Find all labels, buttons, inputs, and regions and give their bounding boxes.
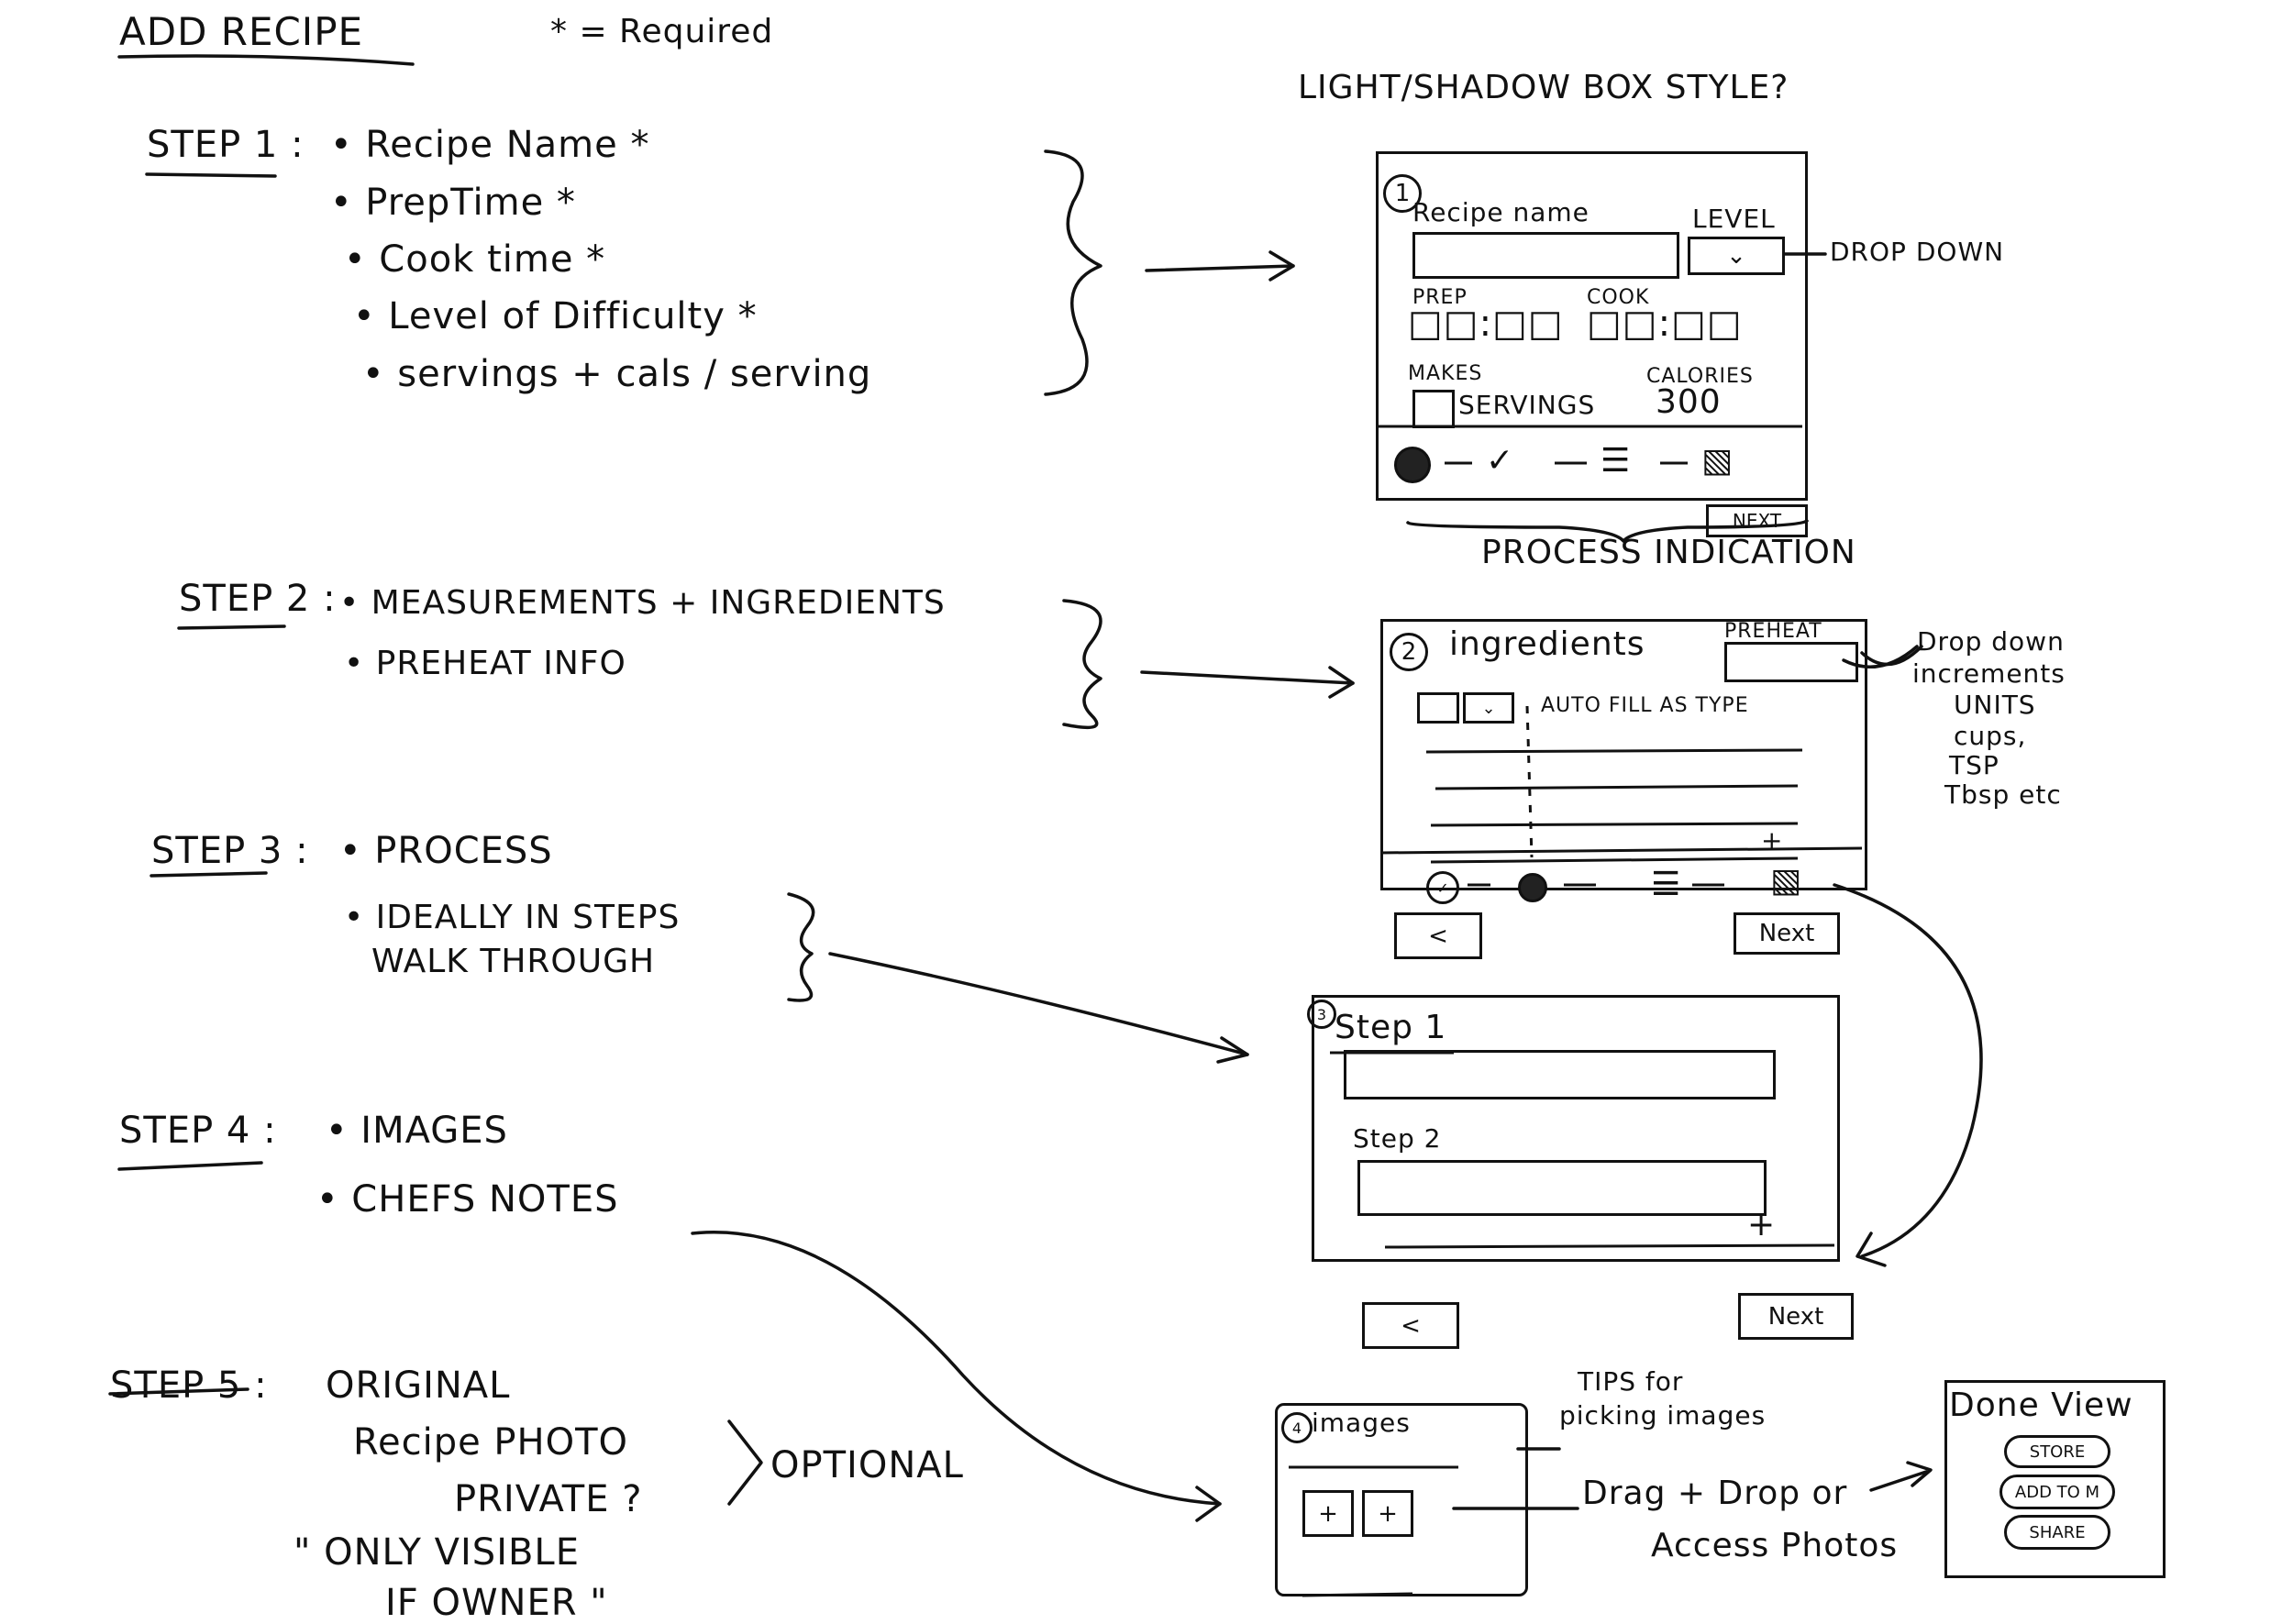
measurement-field[interactable] xyxy=(1417,692,1459,724)
step4-item: • IMAGES xyxy=(326,1110,508,1152)
calories-value: 300 xyxy=(1656,383,1722,421)
drag-drop-note-line: Drag + Drop or xyxy=(1582,1475,1848,1512)
share-button[interactable]: SHARE xyxy=(2004,1515,2110,1550)
step1-label: STEP 1 : xyxy=(147,124,305,166)
increments-note-line: Drop down xyxy=(1917,626,2065,657)
add-step-icon[interactable]: + xyxy=(1747,1206,1777,1243)
step5-label: STEP 5 : xyxy=(110,1364,268,1407)
servings-label: SERVINGS xyxy=(1458,390,1596,420)
screen1-frame xyxy=(1376,151,1808,501)
unit-dropdown[interactable]: ⌄ xyxy=(1463,692,1514,724)
done-view-frame xyxy=(1944,1380,2166,1578)
step3-item: WALK THROUGH xyxy=(371,943,656,980)
servings-field[interactable] xyxy=(1412,390,1455,428)
screen3-frame xyxy=(1312,995,1840,1262)
add-row-icon[interactable]: + xyxy=(1761,825,1784,856)
progress-list-icon: ☰ xyxy=(1601,442,1632,480)
step-number-badge: 3 xyxy=(1307,1000,1336,1029)
step-number-badge: 4 xyxy=(1281,1412,1313,1443)
back-button[interactable]: < xyxy=(1394,912,1482,959)
increments-note-line: UNITS xyxy=(1954,690,2036,720)
cook-label: COOK xyxy=(1587,286,1650,309)
step2-item: • PREHEAT INFO xyxy=(344,645,626,682)
level-label: LEVEL xyxy=(1692,204,1776,234)
step2-field-label: Step 2 xyxy=(1353,1123,1442,1154)
page-title: ADD RECIPE xyxy=(119,9,364,54)
next-button[interactable]: NEXT xyxy=(1706,504,1808,537)
add-to-menu-button[interactable]: ADD TO M xyxy=(1999,1475,2115,1509)
preheat-label: PREHEAT xyxy=(1724,620,1822,643)
add-image-button[interactable]: + xyxy=(1362,1490,1413,1537)
increments-note-line: TSP xyxy=(1949,750,1999,780)
store-button[interactable]: STORE xyxy=(2004,1435,2110,1468)
progress-step2-icon xyxy=(1518,873,1547,902)
cook-time-field[interactable]: □□:□□ xyxy=(1587,303,1743,345)
prep-time-field[interactable]: □□:□□ xyxy=(1408,303,1564,345)
images-title: images xyxy=(1312,1408,1411,1438)
step1-item: • Cook time * xyxy=(344,238,606,281)
required-note: * = Required xyxy=(550,13,774,50)
step1-item: • Level of Difficulty * xyxy=(353,295,758,337)
tips-note-line: picking images xyxy=(1559,1400,1767,1431)
increments-note-line: Tbsp etc xyxy=(1944,779,2062,810)
step2-label: STEP 2 : xyxy=(179,578,337,620)
progress-step1-icon: ✓ xyxy=(1426,871,1459,904)
step1-field[interactable] xyxy=(1344,1050,1776,1099)
makes-label: MAKES xyxy=(1408,362,1483,385)
step3-label: STEP 3 : xyxy=(151,830,309,872)
step5-item: IF OWNER " xyxy=(385,1582,608,1624)
step3-item: • PROCESS xyxy=(339,830,553,872)
drop-down-note: DROP DOWN xyxy=(1830,237,2005,267)
increments-note-line: cups, xyxy=(1954,721,2027,751)
back-button[interactable]: < xyxy=(1362,1302,1459,1349)
next-button[interactable]: Next xyxy=(1734,912,1840,955)
progress-images-icon: ▧ xyxy=(1701,442,1734,480)
step4-label: STEP 4 : xyxy=(119,1110,277,1152)
progress-list-icon: ☰ xyxy=(1651,866,1682,903)
process-indication-note: PROCESS INDICATION xyxy=(1481,534,1856,571)
screen4-frame xyxy=(1275,1403,1528,1596)
step1-field-label: Step 1 xyxy=(1335,1009,1447,1046)
step5-item: PRIVATE ? xyxy=(454,1478,643,1520)
step3-item: • IDEALLY IN STEPS xyxy=(344,899,681,936)
step5-item: ORIGINAL xyxy=(326,1364,511,1407)
level-dropdown[interactable]: ⌄ xyxy=(1688,237,1785,275)
next-button[interactable]: Next xyxy=(1738,1293,1854,1340)
step2-item: • MEASUREMENTS + INGREDIENTS xyxy=(339,584,946,622)
step4-item: • CHEFS NOTES xyxy=(316,1178,619,1221)
style-question: LIGHT/SHADOW BOX STYLE? xyxy=(1298,69,1789,106)
step5-item: Recipe PHOTO xyxy=(353,1421,629,1464)
progress-step1-icon xyxy=(1394,447,1431,483)
autofill-label: AUTO FILL AS TYPE xyxy=(1541,694,1749,717)
step1-item: • servings + cals / serving xyxy=(362,353,872,395)
step1-item: • PrepTime * xyxy=(330,182,576,224)
calories-label: CALORIES xyxy=(1646,365,1754,388)
recipe-name-label: Recipe name xyxy=(1412,197,1590,227)
screen2-frame xyxy=(1380,619,1867,890)
optional-label: OPTIONAL xyxy=(770,1444,964,1486)
step1-item: • Recipe Name * xyxy=(330,124,650,166)
progress-images-icon: ▧ xyxy=(1770,862,1803,900)
step2-field[interactable] xyxy=(1357,1160,1767,1216)
step-number-badge: 2 xyxy=(1390,633,1428,671)
add-image-button[interactable]: + xyxy=(1302,1490,1354,1537)
drag-drop-note-line: Access Photos xyxy=(1651,1527,1899,1564)
done-view-title: Done View xyxy=(1949,1386,2133,1424)
preheat-field[interactable] xyxy=(1724,642,1858,682)
progress-step2-icon: ✓ xyxy=(1486,442,1515,480)
step-number-badge: 1 xyxy=(1383,174,1422,213)
recipe-name-field[interactable] xyxy=(1412,232,1679,279)
tips-note-line: TIPS for xyxy=(1578,1366,1684,1397)
ingredients-title: ingredients xyxy=(1449,625,1645,663)
increments-note-line: increments xyxy=(1912,658,2066,689)
step5-item: " ONLY VISIBLE xyxy=(294,1531,580,1574)
prep-label: PREP xyxy=(1412,286,1468,309)
